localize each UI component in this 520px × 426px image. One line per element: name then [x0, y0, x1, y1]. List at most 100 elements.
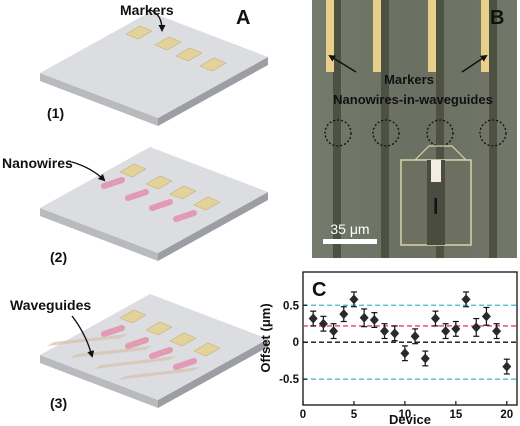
- marker-4: [193, 196, 221, 211]
- x-tick-label: 10: [399, 409, 412, 421]
- panel-a-letter: A: [236, 7, 250, 29]
- data-point-group: [471, 317, 481, 337]
- nanowire-1: [101, 177, 125, 189]
- data-point: [410, 331, 420, 342]
- step-3-number: (3): [50, 395, 67, 411]
- data-point-group: [420, 350, 430, 367]
- nanowires-callout-arrow: [71, 161, 106, 182]
- marker-1: [119, 163, 147, 178]
- marker-4: [199, 57, 227, 72]
- markers-group: [119, 163, 221, 211]
- x-tick-label: 20: [500, 409, 513, 421]
- data-point: [471, 322, 481, 333]
- data-point-group: [369, 312, 379, 329]
- data-point-group: [318, 315, 328, 332]
- waveguide-track-3: [436, 0, 444, 258]
- data-point-group: [400, 345, 410, 362]
- markers-group: [119, 309, 221, 357]
- waveguide-1: [47, 334, 128, 346]
- substrate-side-front: [40, 208, 158, 261]
- marker-4: [193, 342, 221, 357]
- panel-c-letter: C: [312, 279, 326, 301]
- data-point: [441, 326, 451, 337]
- markers-arrow-left: [328, 54, 357, 73]
- data-point: [339, 309, 349, 320]
- data-point: [481, 311, 491, 322]
- substrate-side-right: [158, 339, 268, 408]
- waveguide-tracks: [333, 0, 497, 258]
- data-point-group: [492, 323, 502, 340]
- data-point-group: [329, 323, 339, 340]
- nanowires-group: [101, 325, 197, 370]
- markers-arrow-right: [461, 54, 488, 73]
- y-axis-label: Offset (μm): [258, 303, 273, 372]
- data-point: [308, 313, 318, 324]
- scale-bar-label: 35 μm: [330, 221, 369, 237]
- y-tick-label: -0.5: [279, 374, 299, 386]
- inset-marker: [431, 160, 441, 182]
- waveguide-track-1: [333, 0, 341, 258]
- substrate-side-right: [158, 57, 268, 126]
- data-point: [420, 353, 430, 364]
- substrate-side-right: [158, 192, 268, 261]
- data-point: [492, 326, 502, 337]
- marker-2: [154, 36, 182, 51]
- plot-frame: [302, 271, 518, 406]
- x-axis-label: Device: [389, 412, 431, 426]
- data-point: [461, 294, 471, 305]
- data-point-group: [451, 320, 461, 337]
- data-point: [318, 318, 328, 329]
- substrate-top: [40, 294, 268, 400]
- data-point: [502, 361, 512, 372]
- step-1-substrate: Markers (1): [40, 2, 268, 126]
- markers-label: Markers: [384, 72, 434, 87]
- markers-callout-arrow: [149, 9, 166, 32]
- markers-group: [125, 25, 227, 72]
- data-point: [359, 312, 369, 323]
- nanowire-4: [173, 210, 197, 222]
- substrate-side-front: [40, 73, 158, 126]
- data-point-group: [441, 323, 451, 340]
- waveguides-callout-arrow: [71, 315, 95, 358]
- marker-1: [125, 25, 153, 40]
- y-tick-label: 0: [293, 337, 299, 349]
- nanowire-circle-4: [479, 119, 507, 147]
- data-point-group: [502, 358, 512, 375]
- nanowires-group: [101, 177, 197, 222]
- data-point: [369, 315, 379, 326]
- data-point: [451, 323, 461, 334]
- nanowire-circle-2: [372, 119, 400, 147]
- panel-a: A Markers (1): [2, 2, 268, 411]
- data-point: [430, 313, 440, 324]
- data-point: [329, 326, 339, 337]
- nanowire-2: [125, 337, 149, 349]
- nanowire-1: [101, 325, 125, 337]
- substrate-side-front: [40, 355, 158, 408]
- inset-nanowire: [434, 198, 437, 214]
- reference-lines: [303, 304, 517, 380]
- data-point-group: [461, 291, 471, 308]
- data-point-group: [349, 291, 359, 308]
- marker-stripe-3: [428, 0, 436, 72]
- waveguides-callout: Waveguides: [10, 297, 91, 313]
- marker-stripe-2: [373, 0, 381, 72]
- nanowire-2: [125, 189, 149, 201]
- data-point: [349, 294, 359, 305]
- panel-b: Markers Nanowires-in-waveguides B 35 μm: [312, 0, 517, 258]
- nanowire-circle-1: [324, 119, 352, 147]
- marker-stripe-4: [481, 0, 489, 72]
- data-point-group: [481, 306, 491, 326]
- nanowire-3: [149, 347, 173, 359]
- data-point-group: [430, 310, 440, 327]
- y-tick-label: 0.5: [283, 300, 300, 312]
- waveguide-track-4: [489, 0, 497, 258]
- panel-b-letter: B: [490, 7, 504, 29]
- x-tick-label: 5: [351, 409, 358, 421]
- marker-2: [145, 321, 173, 336]
- waveguide-track-2: [381, 0, 389, 258]
- scale-bar: [323, 239, 377, 244]
- data-point: [400, 348, 410, 359]
